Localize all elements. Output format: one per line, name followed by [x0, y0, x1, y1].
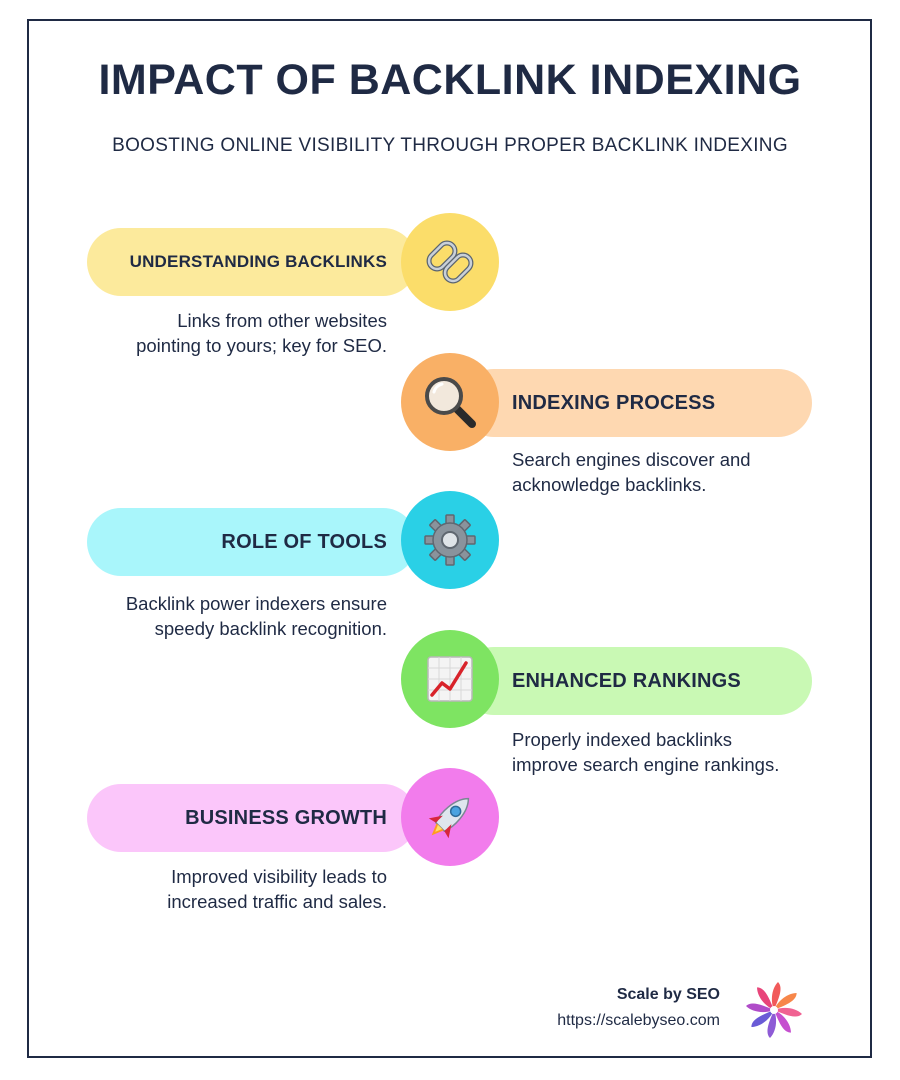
description-enhanced-rankings: Properly indexed backlinks improve searc… — [512, 729, 780, 775]
circle-indexing-process — [401, 353, 499, 451]
link-icon — [426, 240, 474, 284]
page-title: IMPACT OF BACKLINK INDEXING — [98, 56, 802, 104]
page-subtitle: BOOSTING ONLINE VISIBILITY THROUGH PROPE… — [112, 135, 788, 156]
brand-name: Scale by SEO — [616, 986, 720, 1003]
circle-understanding-backlinks — [401, 213, 499, 311]
pill-business-growth: BUSINESS GROWTH — [87, 784, 417, 852]
pill-enhanced-rankings: ENHANCED RANKINGS — [460, 647, 812, 715]
pill-role-of-tools: ROLE OF TOOLS — [87, 508, 417, 576]
circle-enhanced-rankings — [401, 630, 499, 728]
item-label: ENHANCED RANKINGS — [512, 669, 741, 692]
description-business-growth: Improved visibility leads to increased t… — [167, 866, 387, 912]
rocket-icon — [428, 797, 470, 839]
description-role-of-tools: Backlink power indexers ensure speedy ba… — [125, 593, 387, 639]
item-label: ROLE OF TOOLS — [221, 530, 387, 553]
item-label: BUSINESS GROWTH — [185, 806, 387, 829]
circle-role-of-tools — [401, 491, 499, 589]
item-label: INDEXING PROCESS — [512, 391, 716, 414]
circle-business-growth — [401, 768, 499, 866]
item-label: UNDERSTANDING BACKLINKS — [129, 252, 387, 271]
gear-icon — [424, 514, 476, 566]
pill-indexing-process: INDEXING PROCESS — [460, 369, 812, 437]
magnifying-glass-icon — [425, 377, 476, 428]
brand-url[interactable]: https://scalebyseo.com — [557, 1012, 720, 1029]
description-indexing-process: Search engines discover and acknowledge … — [512, 449, 751, 495]
pill-understanding-backlinks: UNDERSTANDING BACKLINKS — [87, 228, 417, 296]
description-understanding-backlinks: Links from other websites pointing to yo… — [136, 310, 387, 356]
pinwheel-logo-icon — [746, 982, 802, 1038]
chart-increasing-icon — [427, 656, 473, 702]
